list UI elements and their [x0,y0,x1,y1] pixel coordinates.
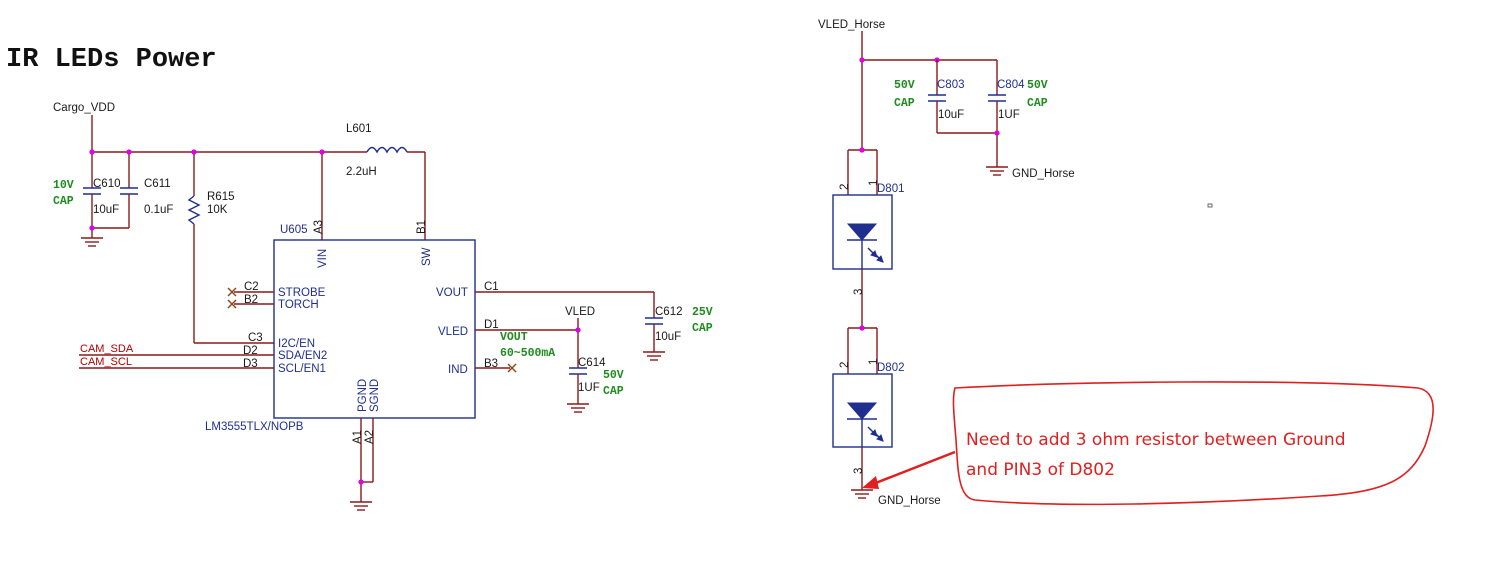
net-cam-sda: CAM_SDA [80,343,134,355]
annotation-line1: Need to add 3 ohm resistor between Groun… [966,430,1345,450]
pin-c2-num: C2 [244,281,259,293]
c803-ref: C803 [937,79,965,91]
pin-sda-label: SDA/EN2 [278,350,327,362]
c612-ref: C612 [655,306,683,318]
d801-ref: D801 [877,183,905,195]
page-title: IR LEDs Power [6,45,217,75]
c612-value: 10uF [655,331,681,343]
pin-vin-label: VIN [317,249,329,268]
c614-rating: 50V [603,369,624,382]
l601-value: 2.2uH [346,166,377,178]
gnd-horse-label-top: GND_Horse [1012,168,1075,180]
c614-type: CAP [603,385,624,398]
c803-rating: 50V [894,79,915,92]
pin-sw-label: SW [421,247,433,266]
annotation-line2: and PIN3 of D802 [966,460,1115,480]
c803-type: CAP [894,97,915,110]
vout-range: 60~500mA [500,347,555,360]
capacitor-c612: C612 10uF 25V CAP [642,292,713,361]
r615-ref: R615 [207,191,235,203]
vled-label: VLED [565,306,595,318]
inductor-l601: L601 2.2uH [346,123,426,240]
c611-ref: C611 [144,178,171,190]
d801-pin3: 3 [853,289,865,295]
vled-horse-label: VLED_Horse [818,19,885,31]
ic-u605: U605 LM3555TLX/NOPB VIN SW A3 B1 STROBE … [205,220,476,433]
d802-pin3: 3 [853,468,865,474]
capacitor-c614: C614 1UF 50V CAP [566,357,624,413]
d802-pin2: 2 [839,362,851,368]
annotation-outline [952,381,1434,506]
pin-b3-num: B3 [484,358,498,370]
pin-vout-label: VOUT [436,287,468,299]
r615-value: 10K [207,204,228,216]
capacitor-c803: C803 10uF 50V CAP [894,60,997,134]
vout-note: VOUT [500,331,528,344]
pin-c3-num: C3 [248,332,263,344]
capacitor-c804: C804 1UF 50V CAP GND_Horse [985,60,1075,180]
c610-type: CAP [53,195,74,208]
c611-value: 0.1uF [144,204,173,216]
review-annotation: Need to add 3 ohm resistor between Groun… [862,381,1434,506]
c614-value: 1UF [578,382,600,394]
pin-c1-num: C1 [484,281,499,293]
pin-vled-label: VLED [438,326,468,338]
capacitor-c611: C611 0.1uF [92,152,173,229]
annotation-arrowhead [862,476,879,489]
net-cam-scl: CAM_SCL [80,356,132,368]
pin-b1-num: B1 [416,220,428,234]
led-d802: D802 2 1 3 GND_Horse [832,325,941,507]
pin-pgnd-label: PGND [357,379,369,412]
u605-ref: U605 [280,224,308,236]
led-d801: D801 2 1 3 [832,147,905,328]
u605-part: LM3555TLX/NOPB [205,421,304,433]
c803-value: 10uF [938,109,964,121]
d801-pin1: 1 [868,180,880,186]
c612-type: CAP [692,322,713,335]
right-circuit: VLED_Horse C803 10uF 50V CAP C804 1UF 50… [818,19,1213,507]
l601-ref: L601 [346,123,372,135]
pin-d2-num: D2 [243,345,258,357]
c804-type: CAP [1027,97,1048,110]
d802-ref: D802 [877,362,905,374]
pin-ind-label: IND [448,364,468,376]
capacitor-c610: C610 10uF 10V CAP [53,152,121,247]
pin-torch-label: TORCH [278,299,319,311]
pin-d3-num: D3 [243,358,258,370]
resistor-r615: R615 10K [187,152,274,344]
pin-scl-label: SCL/EN1 [278,363,326,375]
c610-value: 10uF [93,204,119,216]
c614-ref: C614 [578,357,606,369]
c612-rating: 25V [692,306,713,319]
d802-pin1: 1 [868,359,880,365]
pin-a3-num: A3 [313,220,325,234]
pin-strobe-label: STROBE [278,287,326,299]
c804-ref: C804 [997,79,1025,91]
c610-rating: 10V [53,179,74,192]
c804-value: 1UF [998,109,1020,121]
cargo-vdd-label: Cargo_VDD [53,102,115,114]
gnd-horse-label-bottom: GND_Horse [878,495,941,507]
left-circuit: Cargo_VDD L601 2.2uH C610 10uF 10V CAP [53,102,713,511]
pin-b2-num: B2 [244,294,258,306]
pin-sgnd-label: SGND [369,379,381,412]
pin-a1-num: A1 [352,430,364,444]
c804-rating: 50V [1027,79,1048,92]
pin-a2-num: A2 [364,430,376,444]
c610-ref: C610 [93,178,121,190]
d801-pin2: 2 [839,184,851,190]
pin-d1-num: D1 [484,319,499,331]
annotation-arrow [867,450,956,488]
stray-mark [1207,203,1213,208]
pin-i2c-label: I2C/EN [278,338,315,350]
